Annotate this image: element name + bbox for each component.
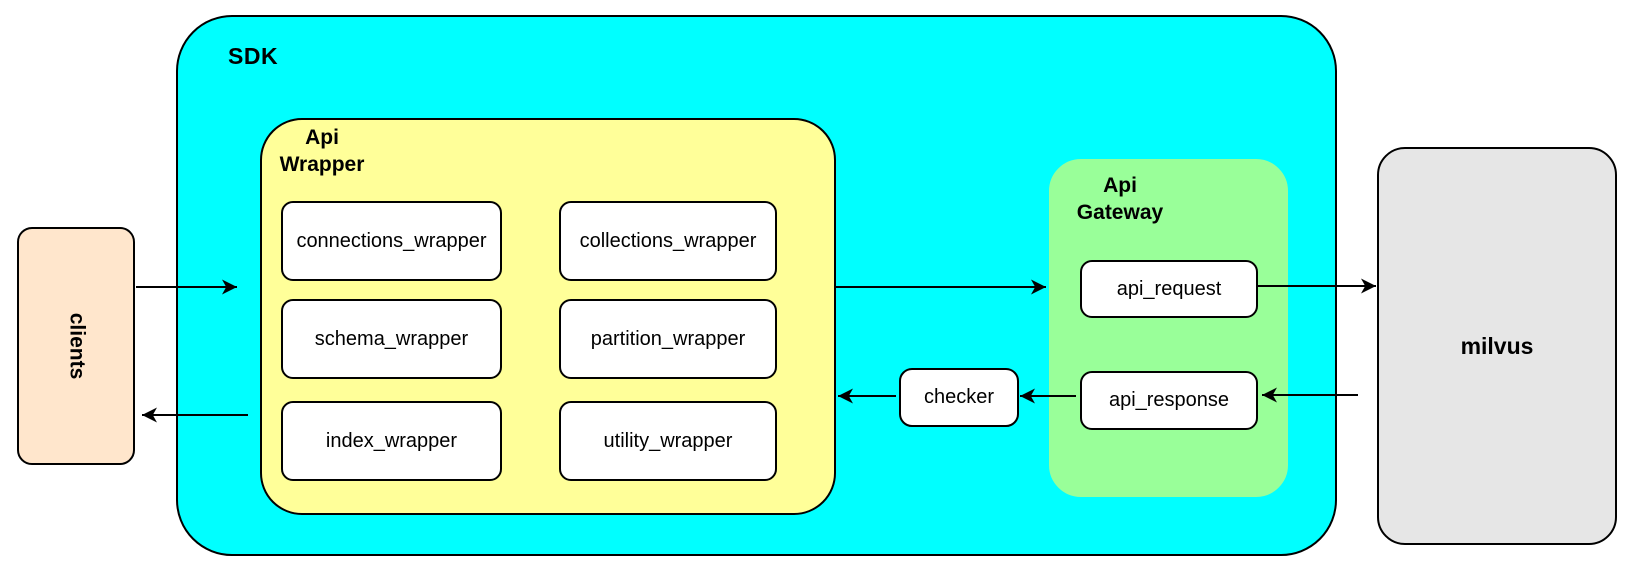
api-gateway-label: Api Gateway xyxy=(1077,172,1163,226)
node-utility-wrapper: utility_wrapper xyxy=(559,401,777,481)
api-gateway-label-line2: Gateway xyxy=(1076,201,1164,224)
api-gateway-container: Api Gateway api_request api_response xyxy=(1049,159,1288,497)
api-wrapper-container: Api Wrapper connections_wrapper collecti… xyxy=(260,118,836,515)
api-wrapper-label-line2: Wrapper xyxy=(279,153,365,176)
api-gateway-label-line1: Api xyxy=(1103,174,1137,197)
api-wrapper-label: Api Wrapper xyxy=(280,124,365,178)
node-partition-wrapper: partition_wrapper xyxy=(559,299,777,379)
clients-box: clients xyxy=(17,227,135,465)
clients-label: clients xyxy=(65,312,88,380)
sdk-container: SDK Api Wrapper connections_wrapper coll… xyxy=(176,15,1337,556)
node-api-response: api_response xyxy=(1080,371,1258,430)
api-wrapper-label-line1: Api xyxy=(305,126,339,149)
node-connections-wrapper: connections_wrapper xyxy=(281,201,502,281)
node-schema-wrapper: schema_wrapper xyxy=(281,299,502,379)
milvus-label: milvus xyxy=(1460,332,1534,359)
node-checker: checker xyxy=(899,368,1019,427)
node-index-wrapper: index_wrapper xyxy=(281,401,502,481)
milvus-box: milvus xyxy=(1377,147,1617,545)
node-api-request: api_request xyxy=(1080,260,1258,318)
sdk-label: SDK xyxy=(228,43,279,69)
node-collections-wrapper: collections_wrapper xyxy=(559,201,777,281)
